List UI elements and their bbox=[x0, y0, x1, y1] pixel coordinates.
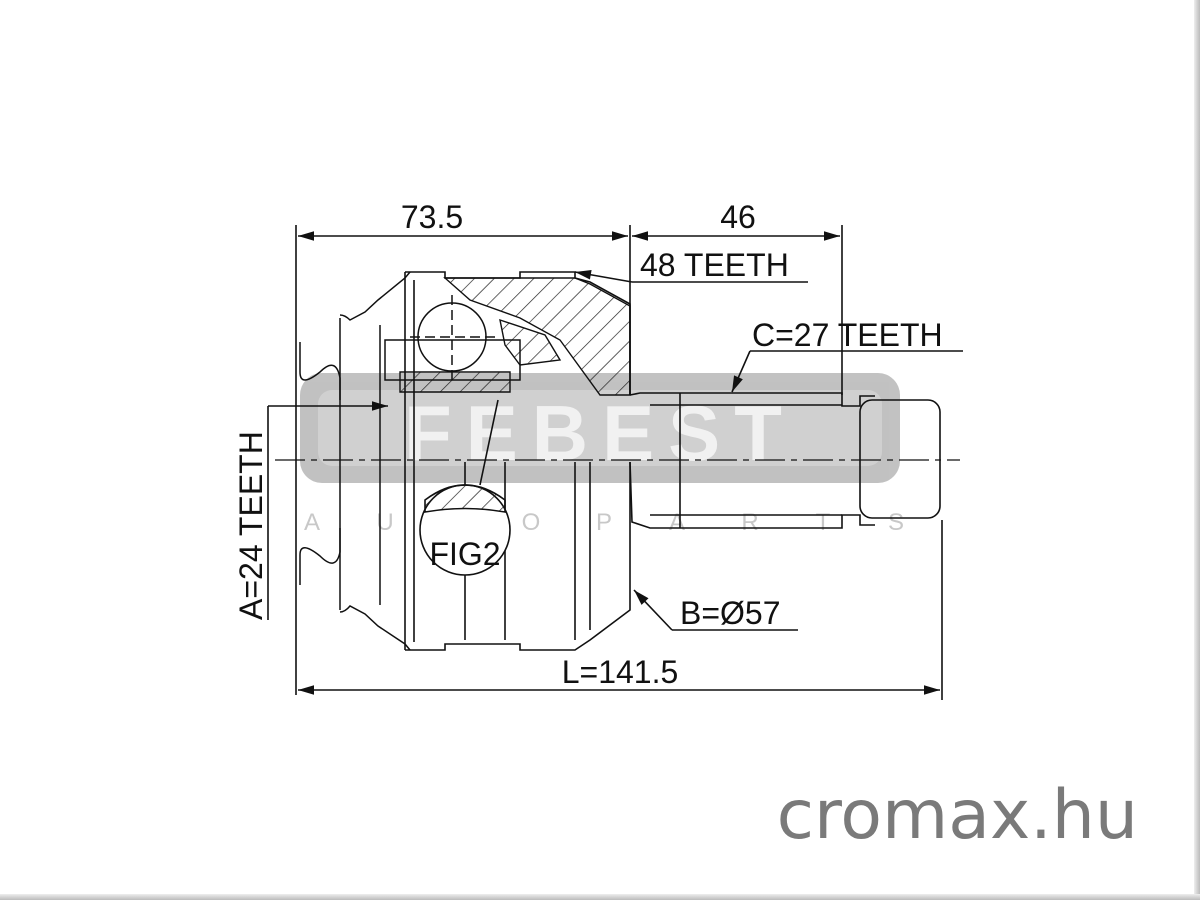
dim-73-5-label: 73.5 bbox=[401, 199, 463, 235]
tagline-letter: A bbox=[669, 509, 685, 536]
fig2-detail bbox=[419, 399, 511, 576]
tagline-letter: P bbox=[596, 509, 612, 536]
tagline-letter: T bbox=[816, 509, 831, 536]
leader-48-teeth bbox=[574, 270, 808, 283]
hatched-sections bbox=[399, 277, 631, 396]
boot-outline bbox=[299, 271, 411, 651]
dim-l bbox=[298, 520, 943, 700]
dim-46 bbox=[632, 225, 843, 395]
watermark-brand: FEBEST bbox=[404, 389, 796, 477]
frame-edge-right bbox=[1194, 0, 1200, 900]
tagline-letter: R bbox=[741, 509, 758, 536]
febest-watermark: FEBEST bbox=[300, 373, 900, 483]
leader-b-diameter bbox=[633, 589, 798, 631]
tagline-letter: U bbox=[376, 509, 393, 536]
length-l-label: L=141.5 bbox=[562, 654, 679, 690]
leader-a-teeth bbox=[267, 401, 388, 620]
ball-cage bbox=[384, 295, 521, 381]
teeth-48-label: 48 TEETH bbox=[640, 247, 789, 283]
tagline-letter: O bbox=[522, 509, 541, 536]
dim-46-label: 46 bbox=[720, 199, 756, 235]
shaft bbox=[629, 392, 941, 529]
diameter-b-label: B=Ø57 bbox=[680, 595, 781, 631]
tagline-letter: S bbox=[888, 509, 904, 536]
frame-edge-bottom bbox=[0, 894, 1200, 900]
teeth-a-label: A=24 TEETH bbox=[233, 431, 269, 620]
teeth-c-label: C=27 TEETH bbox=[752, 317, 943, 353]
tagline-letter: A bbox=[304, 509, 320, 536]
watermark-tagline: AUTOPARTS bbox=[304, 509, 904, 536]
leader-c-teeth bbox=[731, 350, 963, 393]
fig2-label: FIG2 bbox=[429, 536, 500, 572]
site-watermark: cromax.hu bbox=[777, 776, 1138, 855]
housing-outline bbox=[404, 271, 631, 651]
